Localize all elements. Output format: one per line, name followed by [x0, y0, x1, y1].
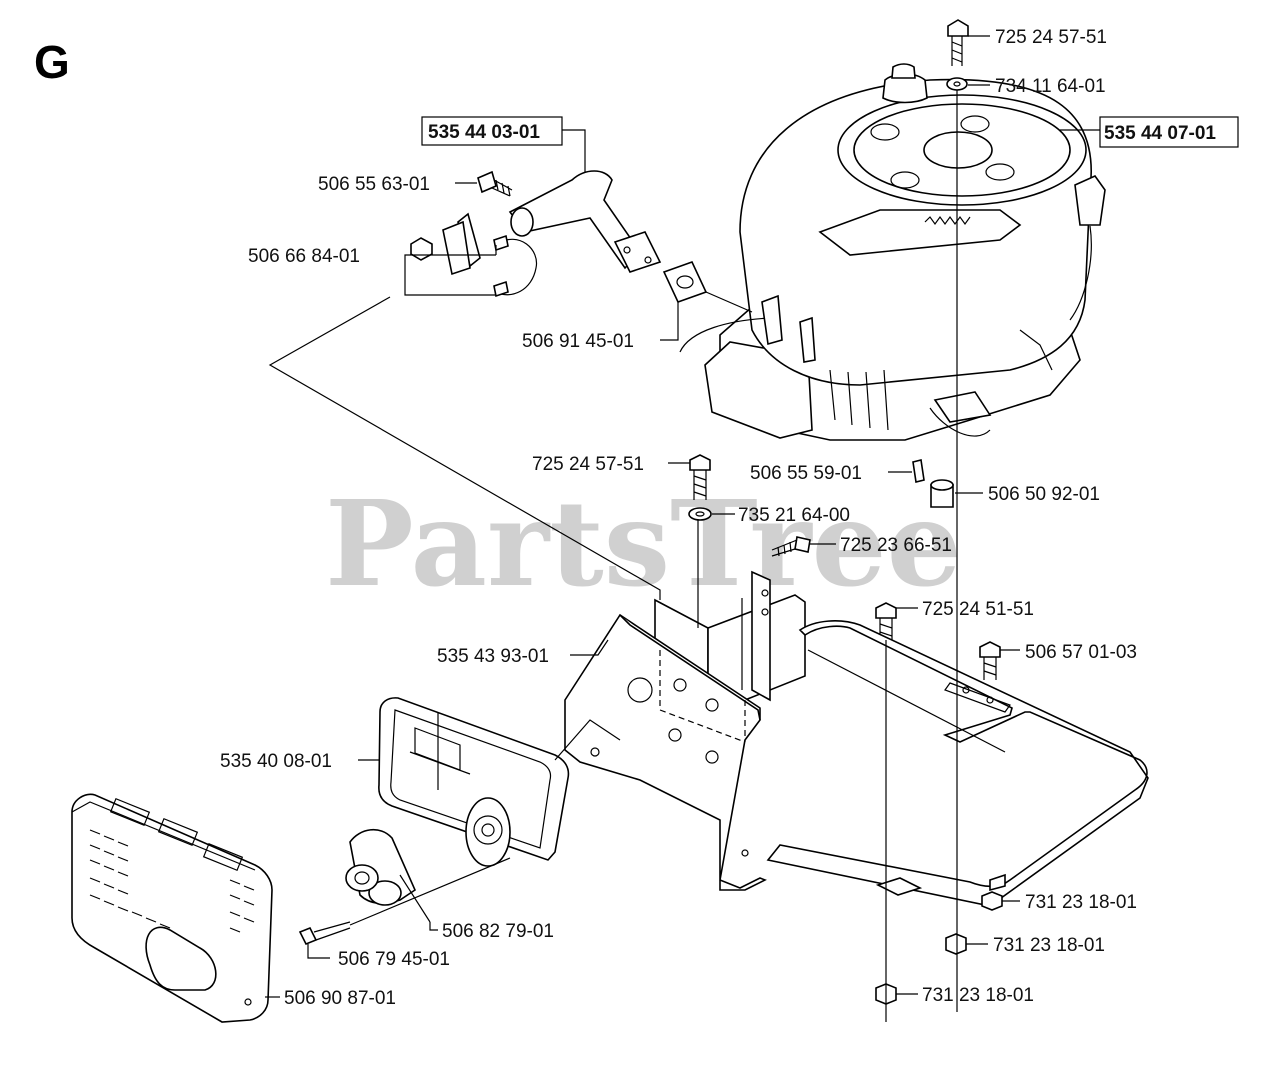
label-506-90-87-01: 506 90 87-01 [284, 988, 396, 1009]
label-535-44-07-01: 535 44 07-01 [1104, 123, 1216, 144]
label-731-23-18-01-b: 731 23 18-01 [993, 935, 1105, 956]
label-506-55-59-01: 506 55 59-01 [750, 463, 862, 484]
label-731-23-18-01-c: 731 23 18-01 [922, 985, 1034, 1006]
top-bolt-illustration [946, 19, 969, 91]
section-letter: G [34, 36, 70, 88]
muffler-guard-illustration [71, 793, 273, 1023]
label-731-23-18-01-a: 731 23 18-01 [1025, 892, 1137, 913]
bolt-725-24-57-51-mid-illustration [688, 454, 712, 521]
label-535-43-93-01: 535 43 93-01 [437, 646, 549, 667]
exhaust-pipe-illustration [508, 170, 753, 313]
label-734-11-64-01: 734 11 64-01 [995, 76, 1106, 97]
frame-bar-illustration [766, 620, 1149, 907]
nut-illustrations [875, 891, 1003, 1005]
screw-506-79-45-01-illustration [298, 857, 511, 946]
leader-lines [265, 35, 1100, 998]
label-506-66-84-01: 506 66 84-01 [248, 246, 360, 267]
box-535-44-03-01 [421, 116, 563, 146]
bolt-725-23-66-51-illustration [771, 536, 811, 557]
label-506-79-45-01: 506 79 45-01 [338, 949, 450, 970]
label-725-24-51-51: 725 24 51-51 [922, 599, 1034, 620]
bolt-506-55-63-01-illustration [477, 170, 513, 197]
engine-illustration [679, 63, 1106, 441]
label-506-57-01-03: 506 57 01-03 [1025, 642, 1137, 663]
label-535-44-03-01: 535 44 03-01 [428, 122, 540, 143]
mounting-bracket-illustration [564, 570, 806, 891]
label-535-40-08-01: 535 40 08-01 [220, 751, 332, 772]
box-535-44-07-01 [1099, 116, 1239, 148]
label-506-91-45-01: 506 91 45-01 [522, 331, 634, 352]
label-725-23-66-51: 725 23 66-51 [840, 535, 952, 556]
bolt-506-57-01-03-illustration [979, 641, 1001, 680]
label-506-82-79-01: 506 82 79-01 [442, 921, 554, 942]
label-725-24-57-51-mid: 725 24 57-51 [532, 454, 644, 475]
part-labels: 725 24 57-51 734 11 64-01 535 44 03-01 5… [220, 27, 1239, 1009]
spark-arrester-illustration [345, 829, 431, 923]
label-735-21-64-00: 735 21 64-00 [738, 505, 850, 526]
watermark: PartsTree [325, 474, 962, 613]
label-725-24-57-51-top: 725 24 57-51 [995, 27, 1107, 48]
label-506-55-63-01: 506 55 63-01 [318, 174, 430, 195]
muffler-illustration [378, 697, 621, 867]
label-506-50-92-01: 506 50 92-01 [988, 484, 1100, 505]
key-spacer-illustration [912, 459, 954, 508]
